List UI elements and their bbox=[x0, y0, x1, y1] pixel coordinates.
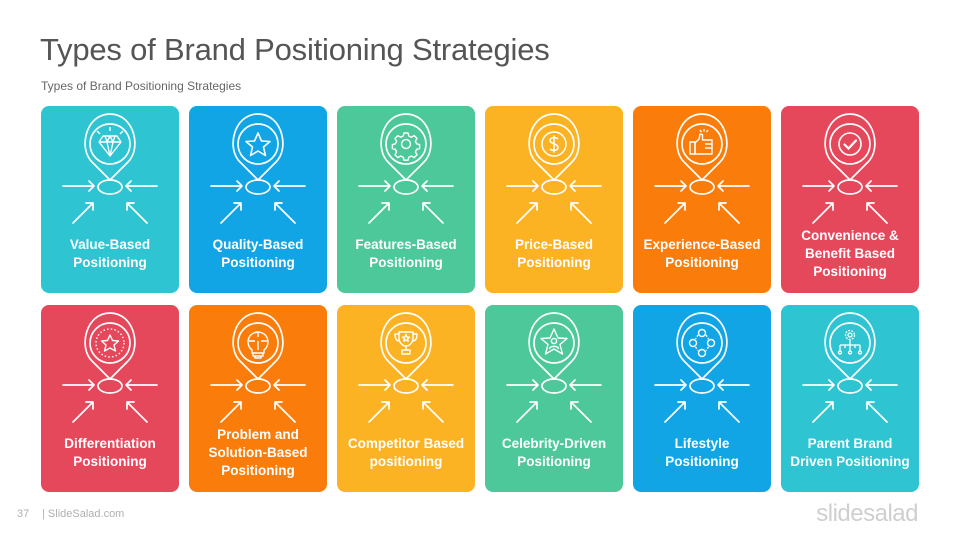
location-pin-arrows-icon bbox=[654, 113, 750, 224]
card-problem-solution: Problem and Solution-Based Positioning bbox=[189, 305, 327, 492]
footer-site-link: | SlideSalad.com bbox=[42, 508, 125, 520]
cycle-nodes-icon bbox=[688, 328, 716, 358]
star-person-icon bbox=[540, 328, 568, 355]
location-pin-arrows-icon bbox=[358, 113, 454, 224]
location-pin-arrows-icon bbox=[62, 113, 158, 224]
card-competitor-based: Competitor Based positioning bbox=[337, 305, 475, 492]
card-value-based: Value-Based Positioning bbox=[41, 106, 179, 293]
card-label: Price-Based Positioning bbox=[514, 237, 594, 270]
card-label: Quality-Based Positioning bbox=[212, 237, 304, 270]
location-pin-arrows-icon bbox=[506, 113, 602, 224]
card-label: Convenience & Benefit Based Positioning bbox=[801, 228, 899, 279]
slide-title: Types of Brand Positioning Strategies bbox=[40, 32, 550, 67]
card-experience-based: Experience-Based Positioning bbox=[633, 106, 771, 293]
trophy-icon bbox=[394, 331, 418, 355]
location-pin-arrows-icon bbox=[802, 312, 898, 423]
card-label: Parent Brand Driven Positioning bbox=[790, 436, 910, 469]
card-label: Problem and Solution-Based Positioning bbox=[208, 427, 308, 478]
card-features-based: Features-Based Positioning bbox=[337, 106, 475, 293]
card-parent-brand: Parent Brand Driven Positioning bbox=[781, 305, 919, 492]
location-pin-arrows-icon bbox=[62, 312, 158, 423]
star-icon bbox=[245, 132, 271, 157]
thumbs-up-icon bbox=[689, 129, 713, 155]
location-pin-arrows-icon bbox=[210, 312, 306, 423]
card-label: Experience-Based Positioning bbox=[643, 237, 761, 270]
diamond-icon bbox=[96, 127, 124, 157]
card-label: Lifestyle Positioning bbox=[665, 436, 739, 469]
card-convenience-benefit: Convenience & Benefit Based Positioning bbox=[781, 106, 919, 293]
star-badge-icon bbox=[95, 328, 125, 358]
location-pin-arrows-icon bbox=[210, 113, 306, 224]
card-differentiation: Differentiation Positioning bbox=[41, 305, 179, 492]
card-label: Value-Based Positioning bbox=[69, 237, 151, 270]
location-pin-arrows-icon bbox=[506, 312, 602, 423]
checkmark-icon bbox=[838, 132, 862, 156]
page-number: 37 bbox=[17, 508, 30, 520]
slide-subtitle: Types of Brand Positioning Strategies bbox=[41, 79, 242, 93]
card-label: Differentiation Positioning bbox=[64, 436, 156, 469]
card-quality-based: Quality-Based Positioning bbox=[189, 106, 327, 293]
card-label: Celebrity-Driven Positioning bbox=[501, 436, 607, 469]
location-pin-arrows-icon bbox=[802, 113, 898, 224]
dollar-coin-icon bbox=[541, 131, 567, 157]
brand-logo: slidesalad bbox=[816, 500, 918, 527]
location-pin-arrows-icon bbox=[358, 312, 454, 423]
card-celebrity-driven: Celebrity-Driven Positioning bbox=[485, 305, 623, 492]
card-lifestyle: Lifestyle Positioning bbox=[633, 305, 771, 492]
location-pin-arrows-icon bbox=[654, 312, 750, 423]
puzzle-lightbulb-icon bbox=[247, 331, 269, 359]
card-label: Features-Based Positioning bbox=[355, 237, 457, 270]
card-price-based: Price-Based Positioning bbox=[485, 106, 623, 293]
card-label: Competitor Based positioning bbox=[347, 436, 465, 469]
gear-icon bbox=[391, 132, 421, 161]
gear-hierarchy-icon bbox=[837, 329, 863, 355]
strategy-grid: Value-Based Positioning Quality-Based Po… bbox=[41, 106, 919, 493]
